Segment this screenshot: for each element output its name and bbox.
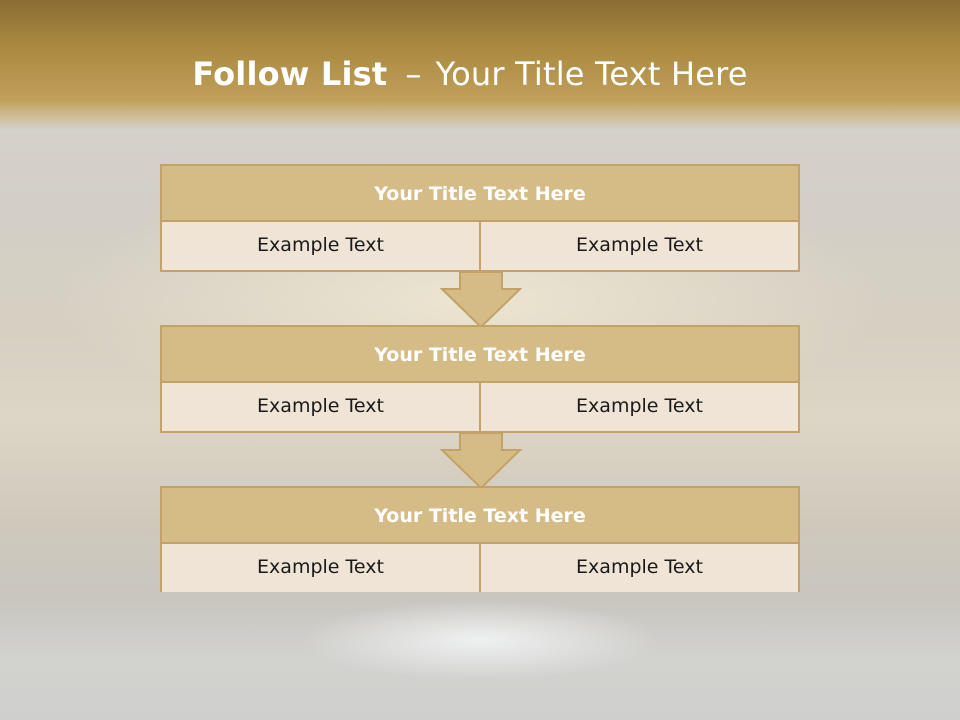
block-row: Example Text Example Text bbox=[162, 544, 798, 592]
block-cell-left: Example Text bbox=[162, 544, 479, 592]
block-title: Your Title Text Here bbox=[162, 327, 798, 383]
follow-block-3: Your Title Text Here Example Text Exampl… bbox=[160, 486, 800, 592]
block-cell-right: Example Text bbox=[479, 222, 798, 270]
slide-title: Follow List–Your Title Text Here bbox=[0, 55, 940, 93]
down-arrow-icon bbox=[440, 432, 522, 490]
block-cell-right: Example Text bbox=[479, 383, 798, 431]
block-cell-left: Example Text bbox=[162, 383, 479, 431]
block-title: Your Title Text Here bbox=[162, 488, 798, 544]
block-cell-right: Example Text bbox=[479, 544, 798, 592]
block-cell-left: Example Text bbox=[162, 222, 479, 270]
follow-block-1: Your Title Text Here Example Text Exampl… bbox=[160, 164, 800, 272]
block-title: Your Title Text Here bbox=[162, 166, 798, 222]
block-row: Example Text Example Text bbox=[162, 222, 798, 270]
block-row: Example Text Example Text bbox=[162, 383, 798, 431]
down-arrow-icon bbox=[440, 271, 522, 329]
follow-block-2: Your Title Text Here Example Text Exampl… bbox=[160, 325, 800, 433]
title-separator: – bbox=[405, 55, 422, 93]
title-rest: Your Title Text Here bbox=[435, 55, 748, 93]
title-banner bbox=[0, 0, 960, 130]
title-bold: Follow List bbox=[192, 55, 388, 93]
